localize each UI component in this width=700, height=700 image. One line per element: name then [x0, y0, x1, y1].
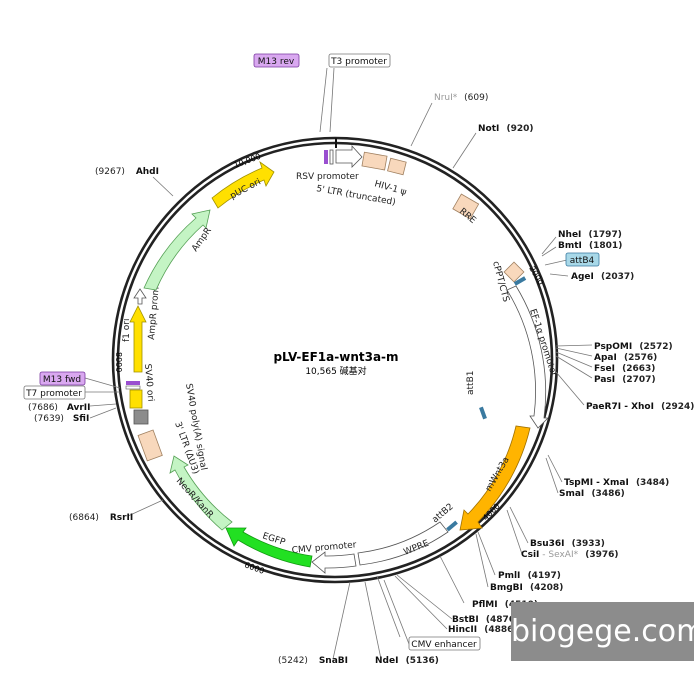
attb2-mark — [446, 520, 458, 532]
rsv-promoter-label: RSV promoter — [296, 172, 359, 182]
attb4-mark — [513, 276, 527, 286]
site-leaders — [84, 67, 593, 660]
ltr5-box — [361, 151, 388, 171]
rre-box — [452, 193, 480, 220]
site-apai: ApaI (2576) — [594, 353, 657, 363]
watermark: biogege.com — [511, 602, 700, 661]
site-bmti: BmtI (1801) — [558, 241, 622, 251]
m13-rev-box — [253, 53, 300, 68]
t3-promoter-label: T3 promoter — [330, 57, 387, 67]
site-nhei: NheI (1797) — [558, 230, 622, 240]
t7-mark — [125, 385, 141, 390]
sv40-polya-box — [133, 409, 149, 425]
site-snabi: (5242) SnaBI — [278, 656, 348, 666]
rsv-promoter-arrow — [335, 144, 363, 168]
site-rsrii: (6864) RsrII — [69, 513, 133, 523]
site-sfii: (7639) SfiI — [34, 414, 89, 424]
sv40-ori-label: SV40 ori — [142, 363, 155, 402]
ltr3-box — [137, 429, 163, 462]
m13-rev-mark — [324, 150, 328, 164]
attb4-box — [565, 252, 600, 267]
boxed-labels: M13 rev T3 promoter attB4 CMV enhancer M… — [23, 53, 600, 651]
tick-8000: 8000 — [114, 352, 123, 372]
t3-promoter-box — [328, 53, 391, 68]
hiv-psi-box — [387, 157, 407, 176]
cppt-label: cPPT/CTS — [490, 260, 511, 303]
t3-mark — [329, 149, 334, 165]
site-bsu36i: Bsu36I (3933) — [530, 539, 605, 549]
site-pmli: PmlI (4197) — [498, 571, 561, 581]
f1-ori-arrow — [129, 305, 147, 373]
site-smai: SmaI (3486) — [559, 489, 625, 499]
cmv-promoter-arrow — [311, 551, 357, 574]
attb1-mark — [479, 406, 487, 420]
plasmid-size: 10,565 碱基对 — [305, 365, 366, 377]
plasmid-name: pLV-EF1a-wnt3a-m — [273, 350, 398, 364]
site-avrii: (7686) AvrII — [28, 403, 90, 413]
mwnt3a-arrow — [459, 425, 531, 531]
neo-arrow — [169, 455, 233, 531]
ef1a-promoter-arrow — [506, 285, 549, 429]
m13-fwd-label: M13 fwd — [43, 375, 81, 385]
site-ndei: NdeI (5136) — [375, 656, 439, 666]
m13-rev-label: M13 rev — [258, 57, 295, 67]
site-noti: NotI (920) — [478, 124, 534, 134]
site-ahdi: (9267) AhdI — [95, 167, 159, 177]
site-pspomi: PspOMI (2572) — [594, 342, 673, 352]
cppt-box — [503, 261, 525, 283]
tick-2000: 2000 — [527, 265, 545, 287]
site-csii: CsiI - SexAI* (3976) — [521, 550, 619, 560]
attb4-label: attB4 — [570, 256, 595, 266]
site-agei: AgeI (2037) — [571, 272, 634, 282]
site-fsei: FseI (2663) — [594, 364, 655, 374]
attb2-label: attB2 — [431, 502, 456, 525]
wpre-arrow — [357, 521, 449, 566]
site-hincii: HincII (4886) — [448, 625, 517, 635]
site-xmai: TspMI - XmaI (3484) — [564, 478, 669, 488]
t7-promoter-box — [23, 385, 86, 400]
m13-fwd-box — [39, 371, 86, 386]
t7-promoter-label: T7 promoter — [25, 389, 82, 399]
site-nrui: NruI* (609) — [434, 93, 488, 103]
amppro-arrow — [133, 288, 147, 305]
cmv-enhancer-label: CMV enhancer — [411, 640, 477, 650]
m13-fwd-mark — [126, 381, 140, 385]
tick-6000: 6000 — [243, 560, 265, 575]
site-bmgbi: BmgBI (4208) — [490, 583, 563, 593]
site-pasi: PasI (2707) — [594, 375, 656, 385]
site-bstbi: BstBI (4876) — [452, 615, 519, 625]
puc-ori-arrow — [211, 160, 275, 209]
f1-ori-label: f1 ori — [122, 319, 132, 342]
egfp-arrow — [225, 527, 313, 568]
tick-10000: 10,000 — [233, 152, 262, 170]
cmv-enhancer-box — [408, 636, 481, 651]
ampr-arrow — [143, 209, 211, 291]
sv40-ori-box — [129, 389, 143, 409]
site-xhoi: PaeR7I - XhoI (2924) — [586, 402, 694, 412]
attb1-label: attB1 — [466, 371, 476, 395]
